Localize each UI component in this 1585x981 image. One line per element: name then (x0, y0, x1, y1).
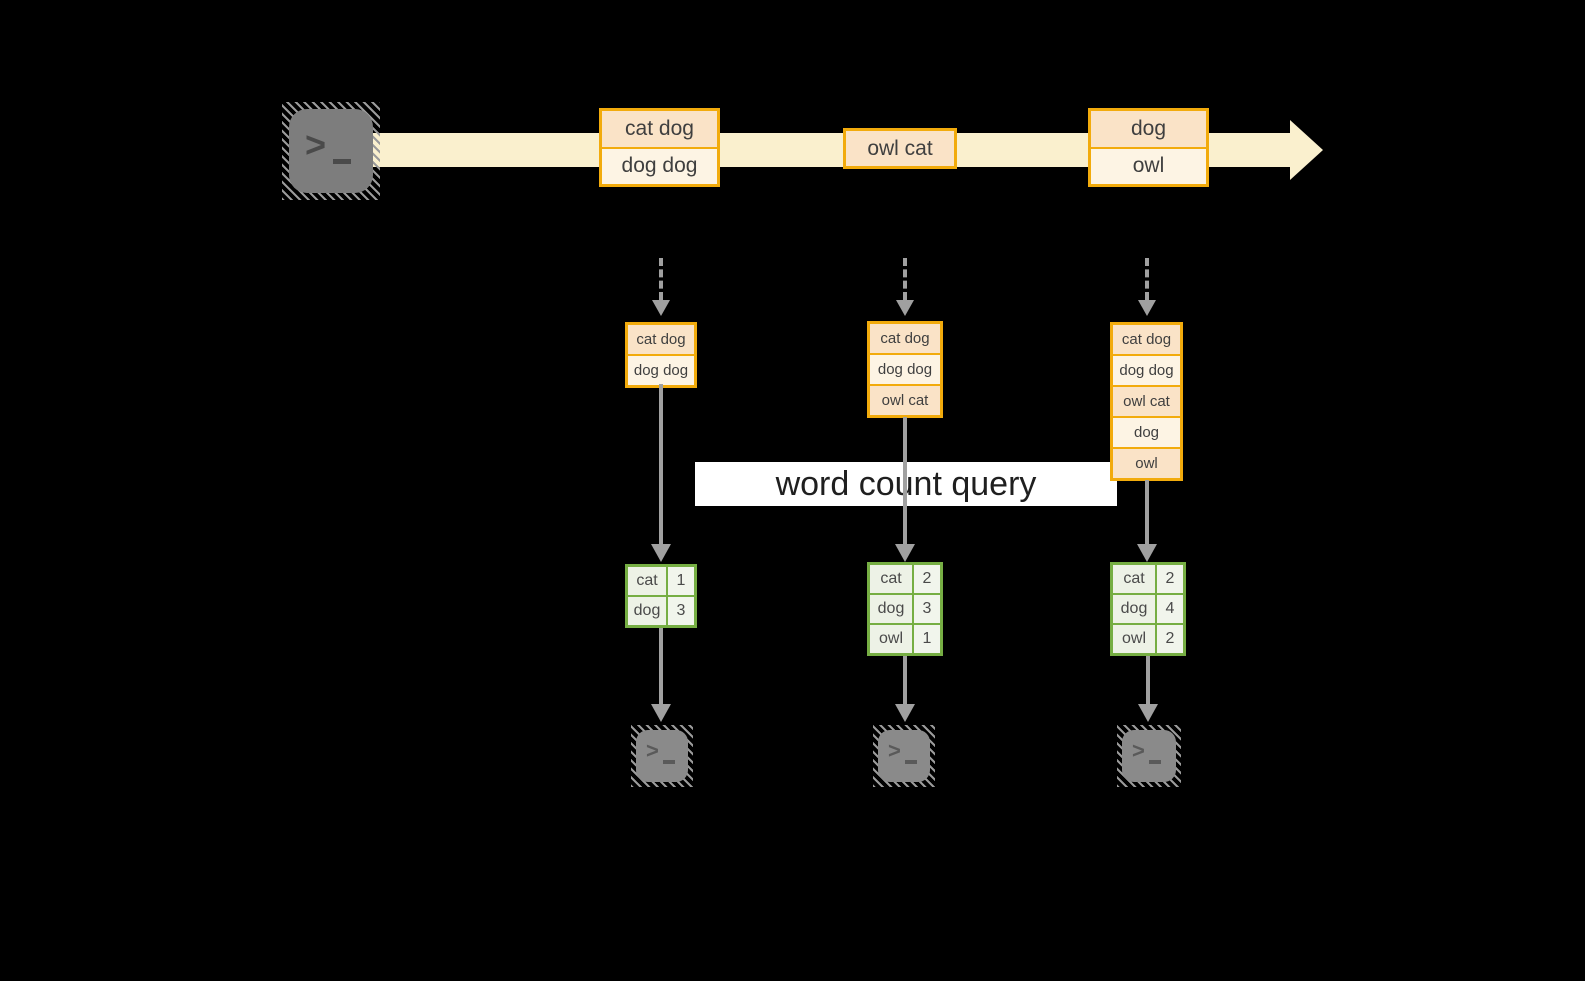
sink-terminal-icon-1: > (631, 725, 693, 787)
state-line: dog dog (870, 353, 940, 384)
result-table-1: cat 1 dog 3 (625, 564, 697, 628)
table-cell-count: 3 (914, 595, 940, 623)
arrowhead-sink-3 (1138, 704, 1158, 722)
stream-event-1: cat dog dog dog (599, 108, 720, 187)
result-table-2: cat 2 dog 3 owl 1 (867, 562, 943, 656)
state-line: dog (1113, 416, 1180, 447)
event-line: cat dog (602, 111, 717, 147)
terminal-screen: > (878, 730, 930, 782)
terminal-prompt-icon: > (305, 124, 327, 165)
event-line: dog dog (602, 146, 717, 184)
sink-terminal-icon-3: > (1117, 725, 1181, 787)
dashed-arrowhead-2 (896, 300, 914, 316)
arrowhead-state-2 (895, 544, 915, 562)
dashed-arrowhead-3 (1138, 300, 1156, 316)
arrow-line-sink-1 (659, 628, 663, 704)
state-line: cat dog (628, 325, 694, 354)
state-line: owl cat (870, 384, 940, 415)
stream-arrowhead-icon (1290, 120, 1323, 180)
event-line: owl cat (846, 131, 954, 166)
table-cell-count: 2 (1157, 565, 1183, 593)
terminal-screen: > (289, 109, 373, 193)
table-cell-count: 2 (914, 565, 940, 593)
terminal-screen: > (1122, 730, 1176, 782)
arrow-line-sink-2 (903, 656, 907, 704)
terminal-cursor-icon (1149, 760, 1161, 764)
state-line: cat dog (1113, 325, 1180, 354)
table-cell-count: 1 (914, 625, 940, 653)
dashed-arrowhead-1 (652, 300, 670, 316)
dashed-arrow-line-1 (659, 258, 663, 300)
state-box-1: cat dog dog dog (625, 322, 697, 388)
table-cell-count: 3 (668, 597, 694, 625)
state-line: cat dog (870, 324, 940, 353)
table-cell-word: cat (1113, 565, 1155, 593)
table-cell-word: owl (1113, 625, 1155, 653)
terminal-prompt-icon: > (1132, 738, 1145, 763)
arrowhead-sink-2 (895, 704, 915, 722)
result-table-3: cat 2 dog 4 owl 2 (1110, 562, 1186, 656)
dashed-arrow-line-3 (1145, 258, 1149, 300)
state-line: dog dog (1113, 354, 1180, 385)
table-cell-word: cat (870, 565, 912, 593)
arrowhead-sink-1 (651, 704, 671, 722)
arrow-line-state-3 (1145, 480, 1149, 544)
terminal-cursor-icon (905, 760, 917, 764)
event-line: dog (1091, 111, 1206, 147)
state-box-3: cat dog dog dog owl cat dog owl (1110, 322, 1183, 481)
source-terminal-icon: > (282, 102, 380, 200)
table-cell-word: dog (1113, 595, 1155, 623)
state-line: owl (1113, 447, 1180, 478)
terminal-cursor-icon (663, 760, 675, 764)
table-cell-word: owl (870, 625, 912, 653)
state-line: dog dog (628, 354, 694, 385)
arrow-line-sink-3 (1146, 656, 1150, 704)
terminal-prompt-icon: > (888, 738, 901, 763)
state-box-2: cat dog dog dog owl cat (867, 321, 943, 418)
stream-event-3: dog owl (1088, 108, 1209, 187)
table-cell-count: 2 (1157, 625, 1183, 653)
terminal-screen: > (636, 730, 688, 782)
state-line: owl cat (1113, 385, 1180, 416)
table-cell-count: 1 (668, 567, 694, 595)
sink-terminal-icon-2: > (873, 725, 935, 787)
table-cell-word: dog (628, 597, 666, 625)
arrow-line-state-1 (659, 384, 663, 544)
table-cell-word: dog (870, 595, 912, 623)
terminal-prompt-icon: > (646, 738, 659, 763)
stream-event-2: owl cat (843, 128, 957, 169)
dashed-arrow-line-2 (903, 258, 907, 300)
table-cell-word: cat (628, 567, 666, 595)
arrowhead-state-3 (1137, 544, 1157, 562)
table-cell-count: 4 (1157, 595, 1183, 623)
event-line: owl (1091, 146, 1206, 184)
arrow-line-state-2 (903, 417, 907, 544)
arrowhead-state-1 (651, 544, 671, 562)
terminal-cursor-icon (333, 159, 351, 164)
